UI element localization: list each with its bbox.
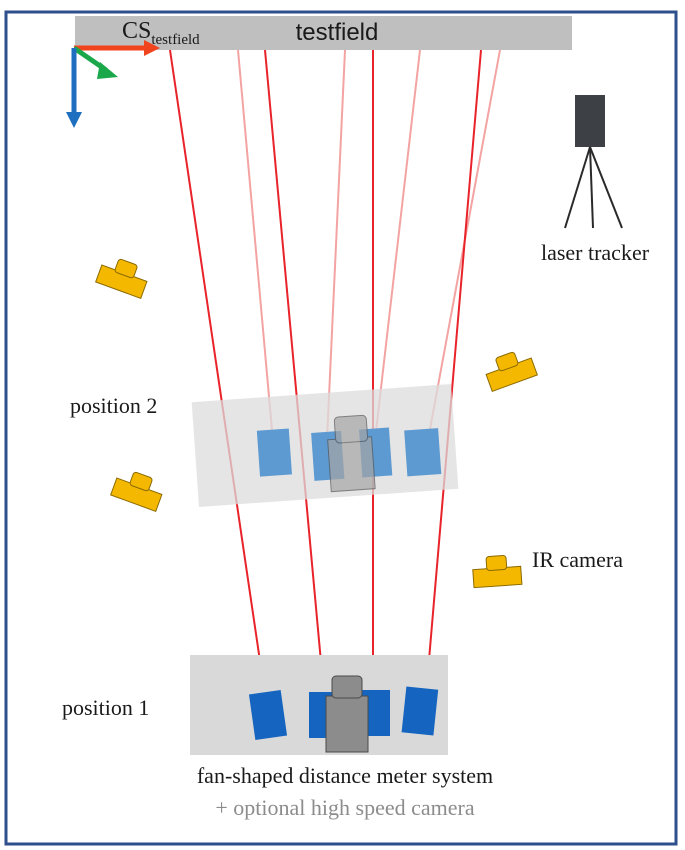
beams-position-1	[169, 49, 482, 696]
beam-p2-1	[237, 49, 273, 431]
position-2-group	[191, 384, 459, 507]
ir-camera-label: IR camera	[532, 547, 623, 572]
beam-p2-3	[374, 49, 421, 441]
laser-tracker-label: laser tracker	[541, 240, 650, 265]
position-2-meters	[256, 427, 442, 481]
ir-camera-1	[95, 258, 148, 300]
cs-label: CStestfield	[122, 18, 200, 48]
beam-p1-1	[169, 49, 266, 696]
coordinate-axes-icon	[66, 40, 160, 128]
testfield-bar	[75, 16, 572, 50]
meter-p1-1	[248, 689, 288, 741]
position-2-label: position 2	[70, 393, 157, 418]
meter-p2-1	[256, 428, 292, 477]
position-2-camera-icon	[327, 414, 376, 493]
testfield-label: testfield	[296, 19, 379, 46]
position-1-label: position 1	[62, 695, 149, 720]
meter-p1-4	[401, 686, 439, 736]
laser-tracker-head-icon	[575, 95, 605, 147]
meter-p2-4	[404, 428, 442, 477]
y-axis-arrowhead	[97, 62, 118, 79]
beam-p1-2	[264, 49, 325, 696]
position-1-camera-icon	[325, 675, 369, 753]
ir-camera-4	[472, 555, 523, 589]
optional-camera-label: + optional high speed camera	[215, 795, 474, 820]
cs-label-sub: testfield	[151, 32, 200, 48]
ir-camera-3	[110, 471, 163, 513]
system-label: fan-shaped distance meter system	[197, 763, 493, 788]
tripod-icon	[564, 146, 623, 229]
laser-tracker: laser tracker	[541, 95, 650, 265]
beam-p1-4	[425, 49, 482, 696]
beam-p2-2	[326, 49, 346, 441]
z-axis-arrowhead	[66, 112, 82, 128]
x-axis-arrowhead	[144, 40, 160, 56]
cs-label-main: CS	[122, 18, 151, 44]
ir-camera-2	[485, 351, 538, 393]
